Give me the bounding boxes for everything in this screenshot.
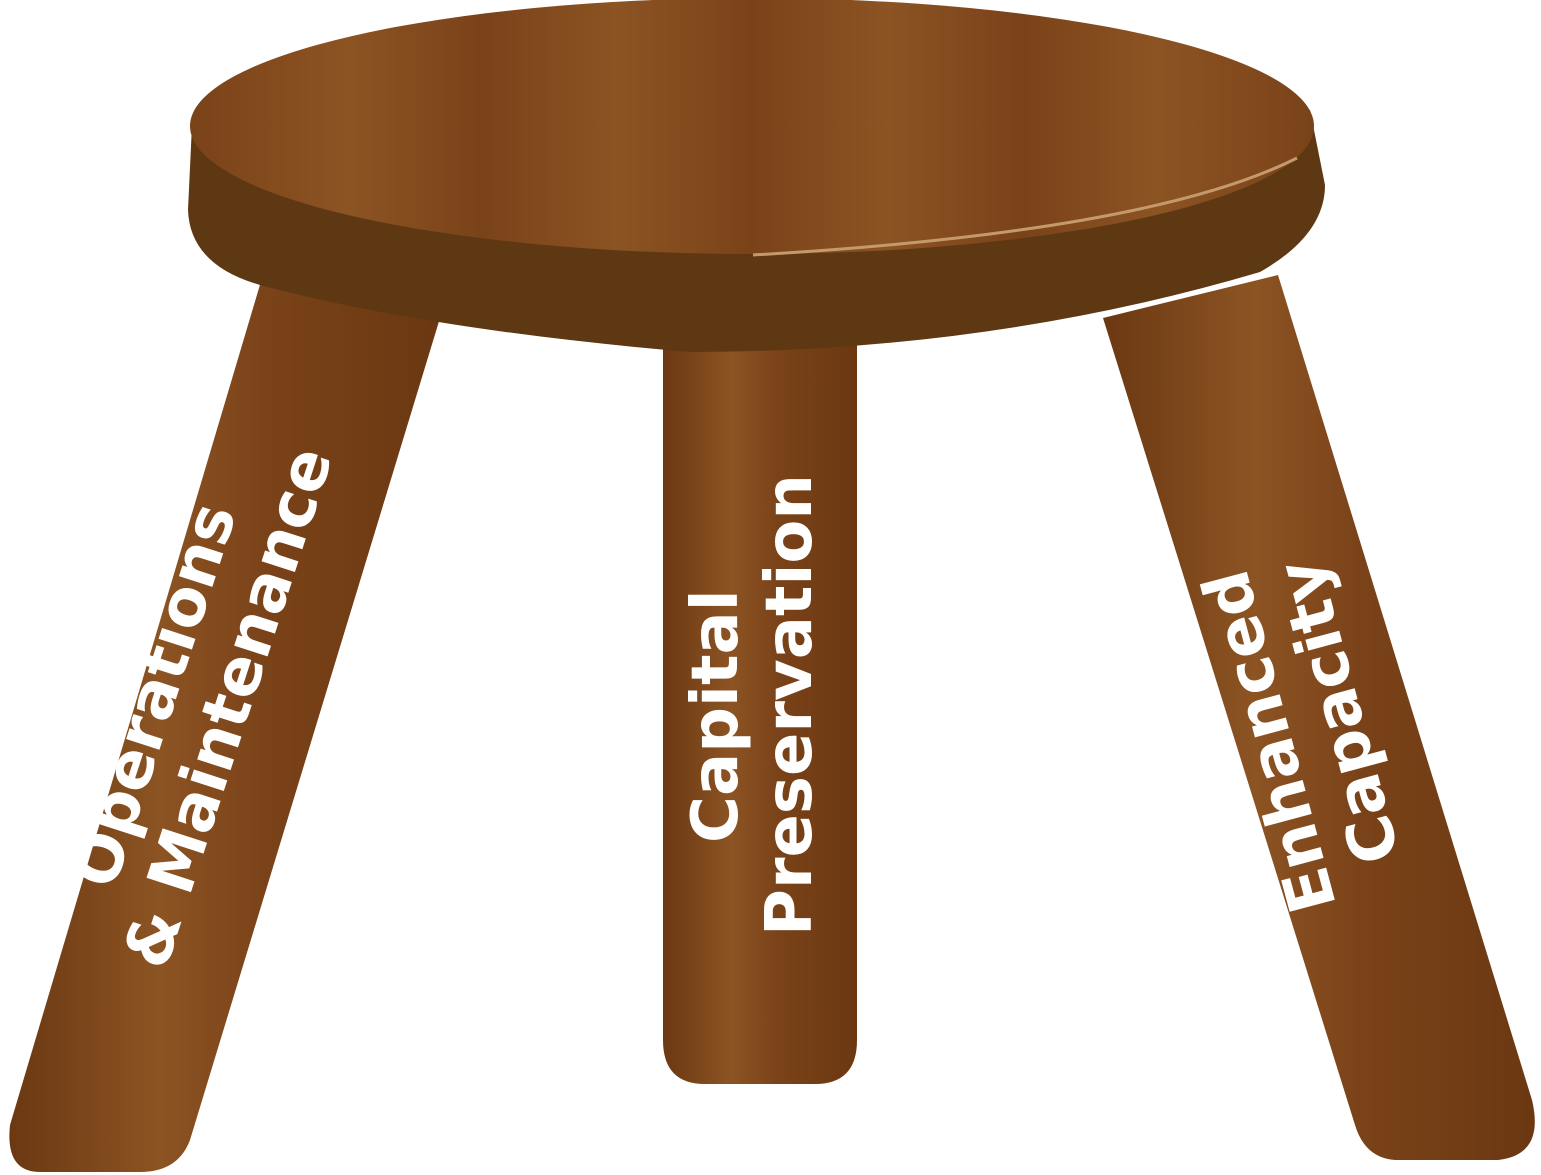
middle-leg-label-line-1: Capital (679, 589, 753, 843)
middle-leg-label-line-2: Preservation (753, 474, 827, 936)
stool-seat (188, 0, 1325, 352)
